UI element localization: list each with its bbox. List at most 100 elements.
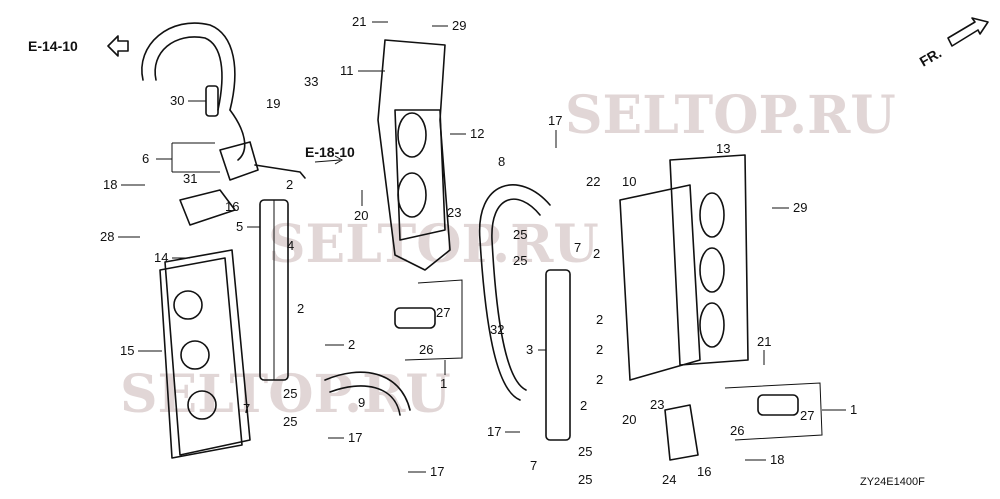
- manifold-port-1: [397, 112, 427, 158]
- callout-18b: 18: [770, 452, 784, 467]
- callout-9: 9: [358, 395, 365, 410]
- intake-gasket: [164, 249, 251, 456]
- leader-6: [156, 142, 220, 173]
- fuel-rail-right: [545, 269, 571, 441]
- callout-32: 32: [490, 322, 504, 337]
- manifold-port-2: [397, 172, 427, 218]
- hose-return: [229, 109, 246, 161]
- callout-18: 18: [103, 177, 117, 192]
- callout-1a: 1: [440, 376, 447, 391]
- callout-23b: 23: [650, 397, 664, 412]
- callout-8: 8: [498, 154, 505, 169]
- injector-right: [757, 394, 799, 416]
- fuel-hose-right-inner: [491, 198, 541, 391]
- callout-19: 19: [266, 96, 280, 111]
- ref-arrow-right-icon: [314, 155, 344, 165]
- callout-14: 14: [154, 250, 168, 265]
- injector-left: [394, 307, 436, 329]
- callout-33: 33: [304, 74, 318, 89]
- callout-24: 24: [662, 472, 676, 487]
- fuel-hose-bottom: [324, 371, 411, 411]
- fuel-hose-right: [478, 184, 551, 401]
- callout-6: 6: [142, 151, 149, 166]
- callout-25c: 25: [283, 386, 297, 401]
- callout-29b: 29: [793, 200, 807, 215]
- plate-port-1: [699, 192, 725, 238]
- callout-2b: 2: [297, 301, 304, 316]
- callout-22: 22: [586, 174, 600, 189]
- callout-group: 21 29 11 12 33 30 19 6 31 18 16 5 28 14 …: [100, 14, 857, 487]
- callout-2d: 2: [593, 246, 600, 261]
- intake-manifold: [377, 39, 451, 271]
- callout-5: 5: [236, 219, 243, 234]
- callout-16b: 16: [697, 464, 711, 479]
- callout-2e: 2: [596, 312, 603, 327]
- front-arrow-icon: [947, 17, 989, 47]
- callout-20: 20: [354, 208, 368, 223]
- callout-13: 13: [716, 141, 730, 156]
- watermark: SELTOP.RU: [565, 85, 896, 146]
- ref-arrow-left-icon: [107, 35, 129, 57]
- intake-plate-13: [669, 154, 749, 366]
- callout-2h: 2: [580, 398, 587, 413]
- port-2: [180, 340, 210, 370]
- callout-3: 3: [526, 342, 533, 357]
- callout-26a: 26: [419, 342, 433, 357]
- front-marker: FR.: [917, 45, 945, 70]
- regulator-pipe: [254, 164, 306, 179]
- callout-15: 15: [120, 343, 134, 358]
- callout-4: 4: [287, 238, 294, 253]
- callout-11: 11: [340, 63, 354, 78]
- hose-loop-inner: [154, 36, 223, 111]
- mount-bracket-right: [664, 404, 699, 461]
- injector-group-box-right: [724, 382, 823, 441]
- callout-1b: 1: [850, 402, 857, 417]
- callout-21b: 21: [757, 334, 771, 349]
- callout-17: 17: [548, 113, 562, 128]
- watermark: SELTOP.RU: [268, 214, 599, 275]
- callout-23: 23: [447, 205, 461, 220]
- callout-25e: 25: [578, 444, 592, 459]
- hose-fitting: [205, 85, 219, 117]
- callout-2a: 2: [286, 177, 293, 192]
- intake-flange: [159, 257, 243, 459]
- callout-2f: 2: [596, 342, 603, 357]
- callout-29: 29: [452, 18, 466, 33]
- port-1: [173, 290, 203, 320]
- diagram-code: ZY24E1400F: [860, 476, 925, 488]
- manifold-body: [394, 109, 446, 241]
- callout-25d: 25: [283, 414, 297, 429]
- callout-2c: 2: [348, 337, 355, 352]
- callout-20b: 20: [622, 412, 636, 427]
- callout-27b: 27: [800, 408, 814, 423]
- callout-25f: 25: [578, 472, 592, 487]
- reference-label-left: E-14-10: [28, 38, 78, 54]
- callout-2g: 2: [596, 372, 603, 387]
- plate-port-3: [699, 302, 725, 348]
- callout-25a: 25: [513, 227, 527, 242]
- mount-bracket-left: [179, 189, 236, 226]
- fuel-hose-bottom-inner: [329, 385, 401, 416]
- callout-21: 21: [352, 14, 366, 29]
- callout-31: 31: [183, 171, 197, 186]
- callout-25b: 25: [513, 253, 527, 268]
- hose-loop: [141, 22, 236, 111]
- callout-17d: 17: [487, 424, 501, 439]
- callout-7c: 7: [530, 458, 537, 473]
- callout-26b: 26: [730, 423, 744, 438]
- callout-7a: 7: [574, 240, 581, 255]
- callout-17c: 17: [430, 464, 444, 479]
- callout-28: 28: [100, 229, 114, 244]
- callout-27a: 27: [436, 305, 450, 320]
- callout-17b: 17: [348, 430, 362, 445]
- port-3: [187, 390, 217, 420]
- callout-10: 10: [622, 174, 636, 189]
- callout-7b: 7: [243, 401, 250, 416]
- callout-12: 12: [470, 126, 484, 141]
- callout-30: 30: [170, 93, 184, 108]
- reference-label-right: E-18-10: [305, 144, 355, 160]
- callout-16: 16: [225, 199, 239, 214]
- plate-port-2: [699, 247, 725, 293]
